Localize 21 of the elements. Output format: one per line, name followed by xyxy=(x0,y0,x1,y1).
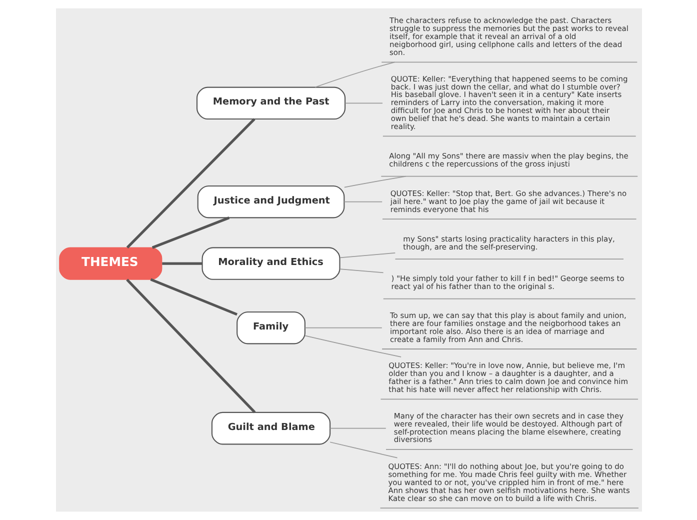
connector xyxy=(304,335,401,358)
connector xyxy=(304,327,382,328)
node-box: THEMES xyxy=(58,247,162,280)
node-box: Memory and the Past xyxy=(196,86,346,120)
connector xyxy=(329,442,398,458)
node-box: Justice and Judgment xyxy=(196,185,344,218)
connector xyxy=(343,201,382,202)
connector xyxy=(329,428,386,429)
connector xyxy=(126,278,256,414)
node-box: Guilt and Blame xyxy=(210,412,330,445)
node-box: Family xyxy=(236,311,305,344)
connector xyxy=(151,216,230,249)
connector xyxy=(314,62,395,88)
node-box: Morality and Ethics xyxy=(201,247,340,280)
connector xyxy=(339,252,396,258)
connector xyxy=(126,118,255,248)
connector xyxy=(343,176,406,188)
connector xyxy=(162,262,202,265)
connector xyxy=(344,102,382,104)
connector xyxy=(339,268,384,274)
connector xyxy=(150,278,237,316)
